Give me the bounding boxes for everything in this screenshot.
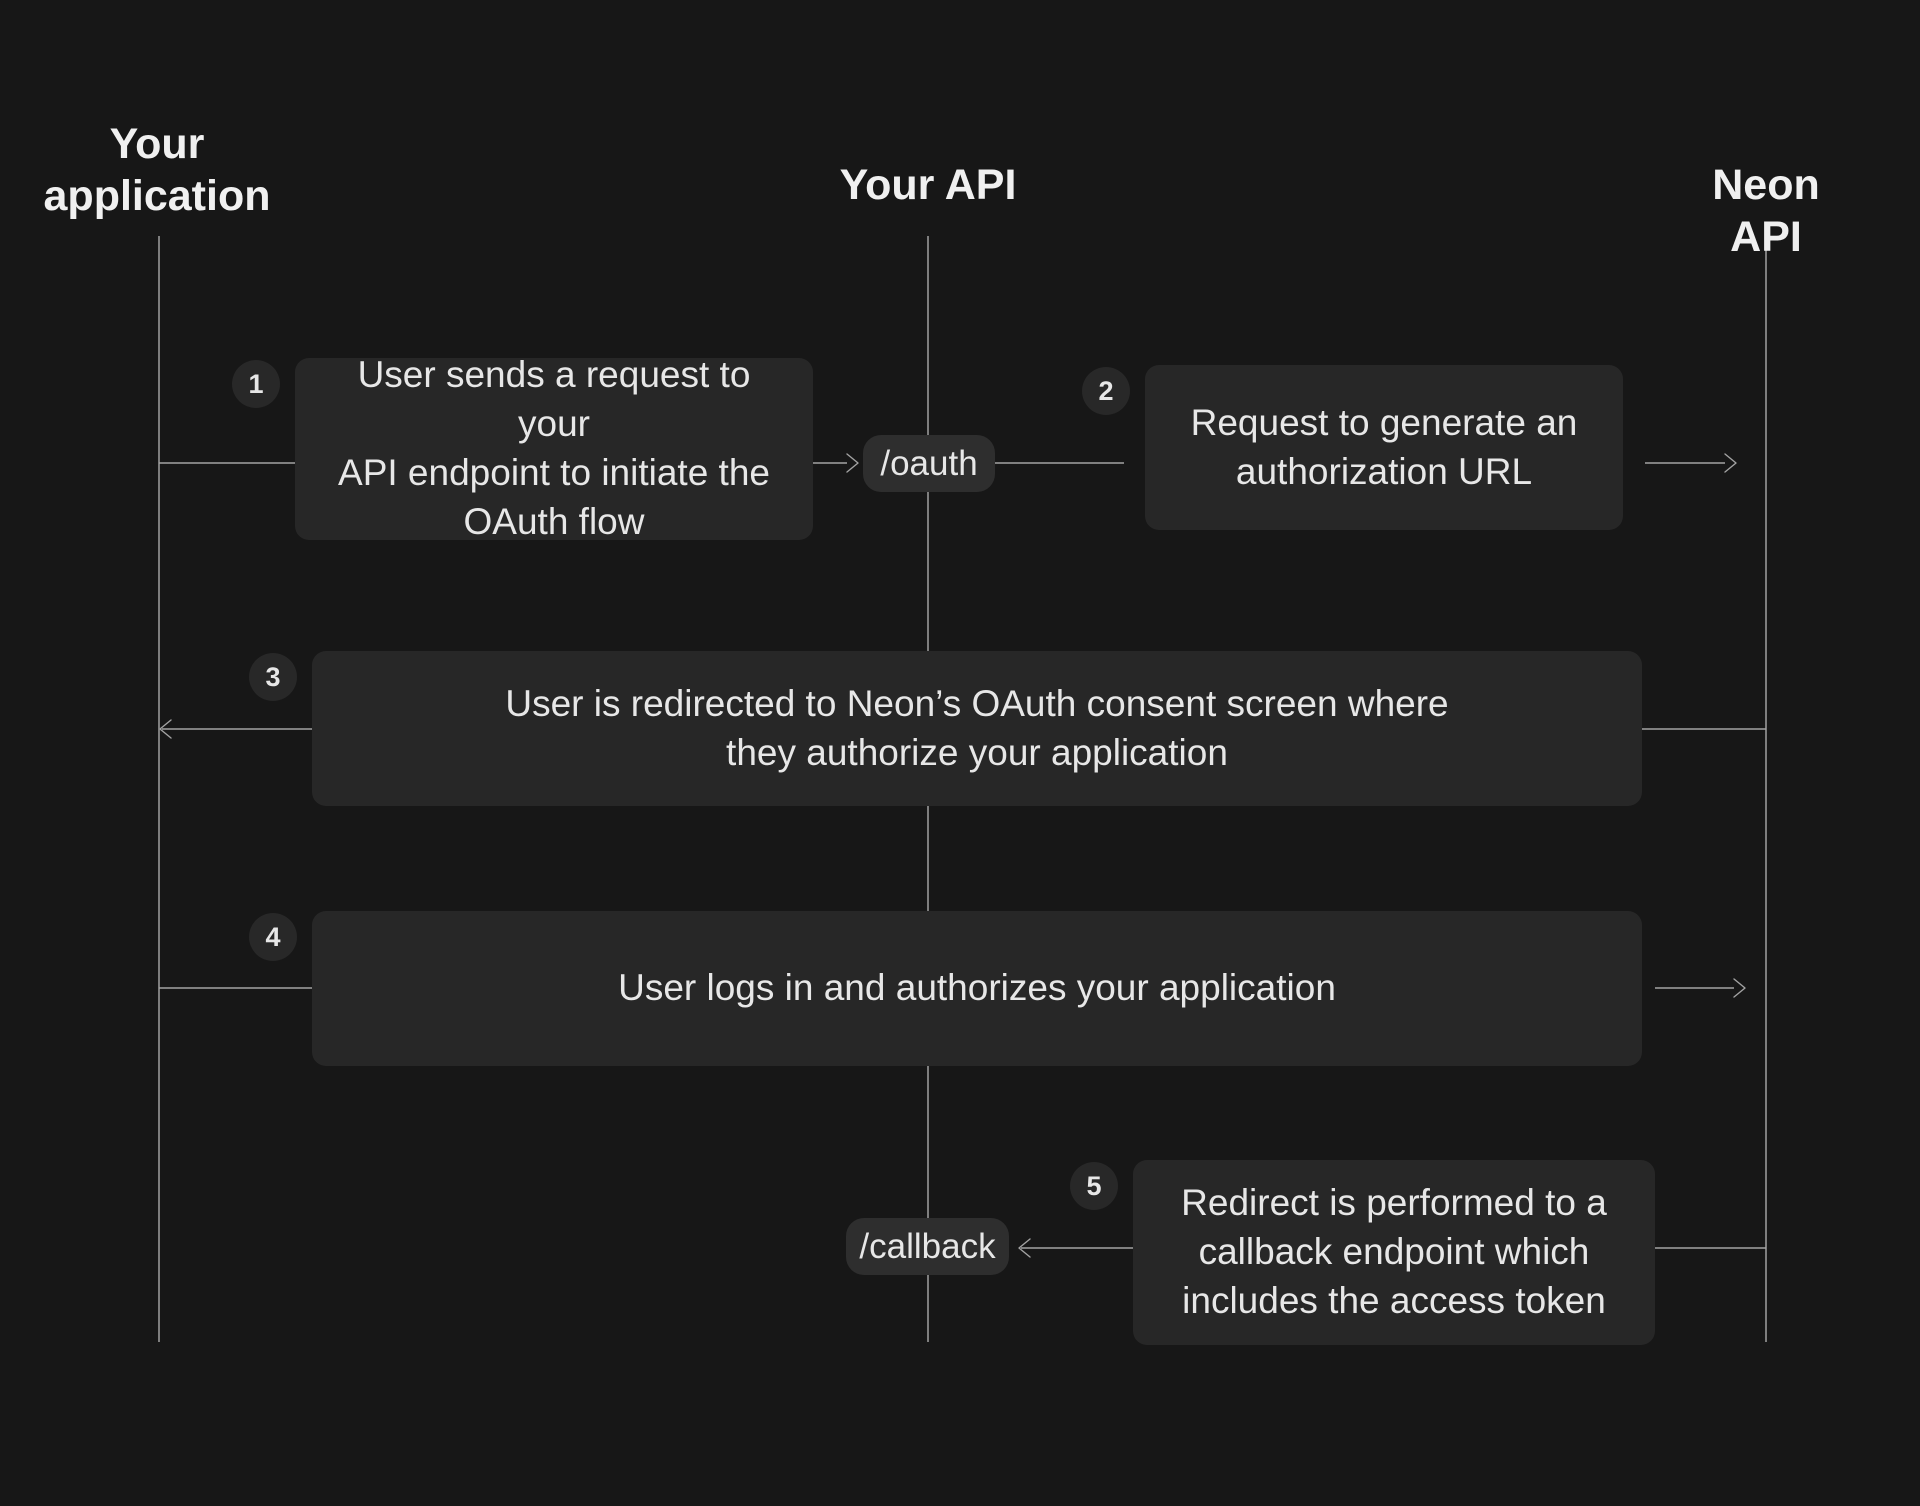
step-1-text: User sends a request to your API endpoin… bbox=[338, 354, 770, 542]
step-2-badge: 2 bbox=[1082, 367, 1130, 415]
step-5-badge: 5 bbox=[1070, 1162, 1118, 1210]
oauth-endpoint-pill: /oauth bbox=[863, 435, 995, 492]
arrowhead-into-callback bbox=[1018, 1238, 1031, 1258]
lane-header-your-application: Your application bbox=[43, 120, 271, 221]
step-3-text: User is redirected to Neon’s OAuth conse… bbox=[505, 682, 1449, 773]
callback-endpoint-pill: /callback bbox=[846, 1218, 1009, 1275]
step-4-badge: 4 bbox=[249, 913, 297, 961]
arrowhead-step2-to-neon bbox=[1724, 453, 1737, 473]
step-1-card: 1 User sends a request to your API endpo… bbox=[232, 354, 813, 542]
arrowhead-step4-to-neon bbox=[1733, 978, 1746, 998]
step-5-card: 5 Redirect is performed to a callback en… bbox=[1070, 1160, 1655, 1345]
step-2-card: 2 Request to generate an authorization U… bbox=[1082, 365, 1623, 530]
arrowhead-step3-to-app bbox=[159, 719, 172, 739]
step-5-text: Redirect is performed to a callback endp… bbox=[1181, 1182, 1607, 1321]
step-2-text: Request to generate an authorization URL bbox=[1190, 401, 1578, 492]
lane-header-your-api: Your API bbox=[839, 161, 1017, 209]
step-4-text: User logs in and authorizes your applica… bbox=[618, 967, 1336, 1009]
step-4-card: 4 User logs in and authorizes your appli… bbox=[249, 911, 1642, 1066]
arrowhead-into-oauth bbox=[846, 453, 859, 473]
step-3-card: 3 User is redirected to Neon’s OAuth con… bbox=[249, 651, 1642, 806]
step-3-badge: 3 bbox=[249, 653, 297, 701]
step-1-badge: 1 bbox=[232, 360, 280, 408]
lane-header-neon-api: Neon API bbox=[1712, 161, 1820, 262]
